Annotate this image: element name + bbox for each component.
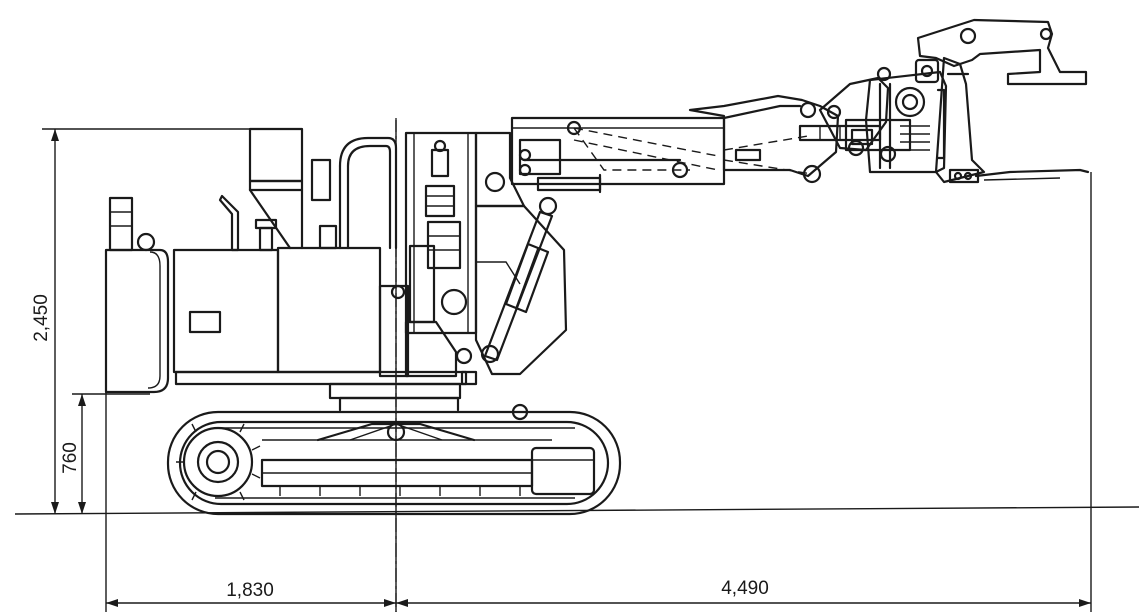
service-panel bbox=[188, 310, 222, 334]
boom-main bbox=[510, 116, 726, 194]
rotator-head bbox=[864, 58, 948, 174]
boom-arm bbox=[688, 94, 840, 184]
center-to-tip-label: 4,490 bbox=[721, 578, 769, 599]
overall-height-label: 2,450 bbox=[31, 294, 52, 342]
front-mast bbox=[378, 131, 478, 386]
rear-to-center-label: 1,830 bbox=[226, 580, 274, 601]
base-height-label: 760 bbox=[60, 442, 81, 474]
counterweight bbox=[104, 248, 170, 394]
swing-bearing bbox=[328, 382, 462, 400]
air-intake bbox=[218, 194, 278, 252]
idler-wheel bbox=[530, 446, 596, 496]
drive-sprocket bbox=[176, 423, 261, 501]
engine-hood bbox=[172, 246, 382, 374]
track-rollers bbox=[262, 439, 552, 496]
breaker-tool bbox=[916, 18, 1090, 184]
dimension-base-height bbox=[72, 393, 150, 514]
exhaust-stack bbox=[108, 196, 156, 252]
ground-line bbox=[14, 506, 1139, 515]
upper-deck-frame bbox=[174, 370, 468, 386]
dimension-overall-height bbox=[42, 128, 255, 514]
boom-cylinder bbox=[483, 210, 554, 362]
track-tensioner bbox=[511, 403, 529, 421]
crawler-track bbox=[166, 396, 622, 516]
attachment-linkage bbox=[798, 66, 912, 163]
